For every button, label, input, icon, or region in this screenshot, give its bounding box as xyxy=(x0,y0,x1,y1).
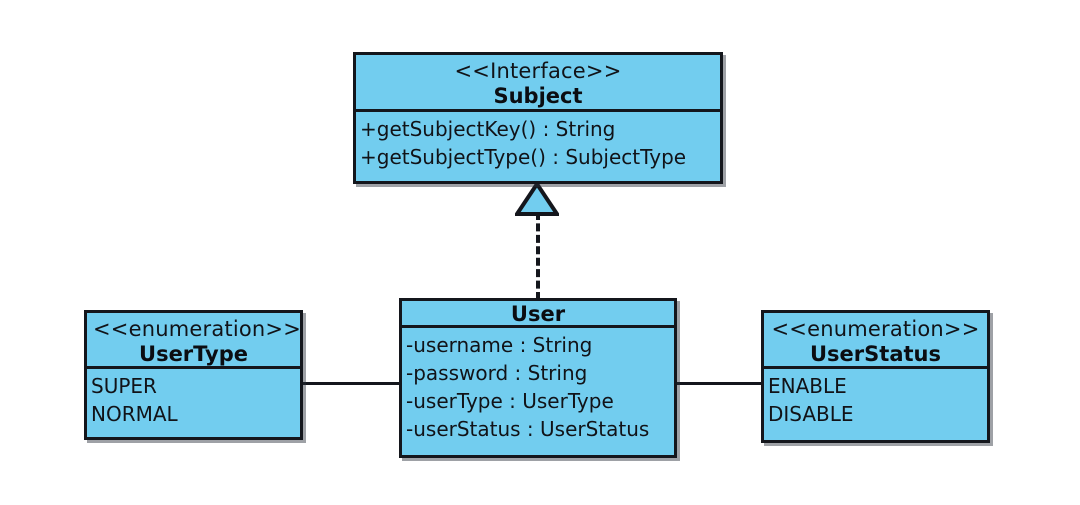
enum-literal: SUPER xyxy=(91,374,157,398)
enum-literal: DISABLE xyxy=(768,402,854,426)
class-box-usertype[interactable]: <<enumeration>> UserType SUPER NORMAL xyxy=(84,310,303,440)
class-members-userstatus: ENABLE DISABLE xyxy=(764,369,987,431)
class-header-user: User xyxy=(402,301,674,328)
association-line-usertype-user xyxy=(303,382,402,385)
class-member: -password : String xyxy=(406,361,588,385)
class-name-userstatus: UserStatus xyxy=(810,342,941,366)
class-box-user[interactable]: User -username : String -password : Stri… xyxy=(399,298,677,458)
class-member: +getSubjectKey() : String xyxy=(360,117,616,141)
association-line-user-userstatus xyxy=(674,382,764,385)
stereotype-label-usertype: <<enumeration>> xyxy=(93,317,302,341)
class-members-subject: +getSubjectKey() : String +getSubjectTyp… xyxy=(356,112,720,174)
realization-hollow-triangle-arrowhead xyxy=(515,182,559,216)
stereotype-label-userstatus: <<enumeration>> xyxy=(771,317,980,341)
class-name-usertype: UserType xyxy=(139,342,248,366)
class-name-user: User xyxy=(510,302,566,326)
class-member: -userType : UserType xyxy=(406,389,614,413)
enum-literal: ENABLE xyxy=(768,374,847,398)
stereotype-label-subject: <<Interface>> xyxy=(454,59,622,83)
class-member: -username : String xyxy=(406,333,593,357)
class-name-subject: Subject xyxy=(493,84,583,108)
class-members-user: -username : String -password : String -u… xyxy=(402,328,674,446)
class-box-subject[interactable]: <<Interface>> Subject +getSubjectKey() :… xyxy=(353,52,723,184)
class-member: +getSubjectType() : SubjectType xyxy=(360,145,687,169)
class-member: -userStatus : UserStatus xyxy=(406,417,650,441)
class-header-subject: <<Interface>> Subject xyxy=(356,55,720,112)
realization-dashed-line xyxy=(536,212,540,300)
class-header-usertype: <<enumeration>> UserType xyxy=(87,313,302,369)
class-header-userstatus: <<enumeration>> UserStatus xyxy=(764,313,987,369)
class-box-userstatus[interactable]: <<enumeration>> UserStatus ENABLE DISABL… xyxy=(761,310,990,443)
class-members-usertype: SUPER NORMAL xyxy=(87,369,300,431)
enum-literal: NORMAL xyxy=(91,402,178,426)
